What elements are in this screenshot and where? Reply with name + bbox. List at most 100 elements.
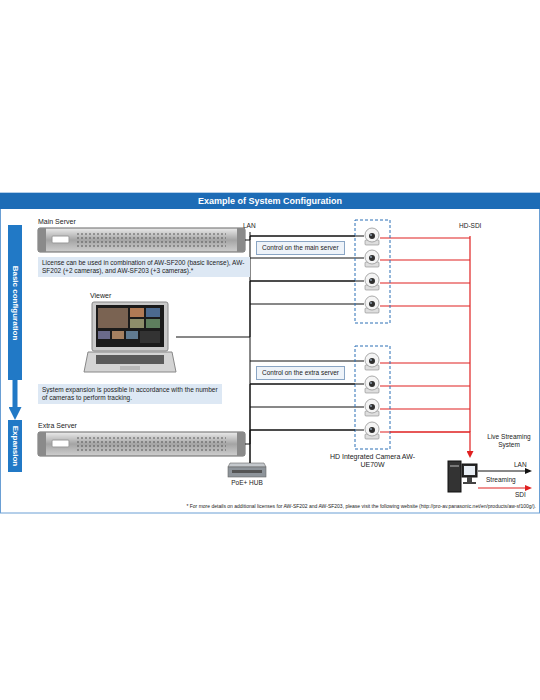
output-arrows [478,468,532,491]
box-text: License can be used in combination of AW… [42,259,246,275]
node-heading: Extra Server [38,422,77,430]
drawing-part [96,355,164,364]
drawing-part [380,237,470,238]
title-bar [0,193,540,209]
drawing-part [96,305,164,347]
drawing-part [92,302,168,351]
control-box: Control on the extra server [256,366,345,380]
drawing-part [380,362,470,363]
drawing-part [463,482,476,484]
diagram-title: Example of System Configuration [0,193,540,209]
drawing-part [380,305,470,306]
drawing-part [380,259,470,260]
drawing-part [462,464,477,477]
drawing-part [450,465,459,467]
viewer-box: Viewer [84,302,176,372]
camera-icons [365,228,379,439]
cable-connector [176,281,355,337]
streaming-system-box: Live Streaming System [445,458,478,494]
section-band: Basic configuration [8,225,22,380]
signal-label: Streaming [486,476,516,484]
drawing-part [464,466,475,475]
drawing-part [84,352,176,372]
cable-connector [245,236,355,240]
poe-hub [228,463,266,477]
drawing-part [38,228,245,252]
box-text: System expansion is possible in accordan… [42,386,218,402]
drawing-part [237,228,245,252]
node-heading: Viewer [90,292,111,300]
drawing-part [525,485,532,491]
band-label: Basic configuration [10,265,20,340]
box-text: Control on the main server [262,244,339,252]
cable-connector [390,432,470,451]
drawing-part [76,435,226,453]
camera-icon [365,296,379,313]
rack-server [38,432,245,456]
drawing-part [130,308,144,317]
signal-label: SDI [515,491,526,499]
drawing-part [525,468,532,474]
drawing-part [380,408,470,409]
camera-icon [365,376,379,393]
drawing-part [146,308,160,317]
signal-label: LAN [243,222,256,230]
drawing-part [76,231,226,249]
drawing-part [250,361,364,362]
drawing-part [98,331,110,339]
drawing-part [120,366,140,370]
drawing-part [228,467,266,477]
camera-icon [365,273,379,290]
drawing-part [52,440,69,447]
drawing-part [478,471,526,472]
drawing-part [232,470,262,473]
streaming-computer [448,461,477,492]
cable-connector [245,384,355,444]
signal-label: HD-SDI [459,222,481,230]
lan-wiring [250,232,364,463]
node-heading: Live Streaming System [482,433,536,449]
server-box: Main Server [38,228,245,252]
drawing-part [250,304,364,305]
drawing-part [237,432,245,456]
drawing-part [380,282,470,283]
drawing-part [448,461,461,492]
drawing-part [467,477,472,482]
drawing-part [130,319,144,328]
drawing-part [38,432,245,456]
footnote: * For more details on additional license… [60,503,536,509]
drawing-part [478,487,526,488]
drawing-part [38,228,46,252]
band-label: Expansion [10,426,20,466]
panel-frame [1,193,540,513]
expansion-arrow [13,380,18,407]
drawing-part [38,432,46,456]
hub-box: PoE+ HUB [228,463,266,477]
drawing-part [469,236,470,432]
camera-icon [365,399,379,416]
drawing-part [112,331,124,339]
box-text: Control on the extra server [262,369,339,377]
node-heading: HD Integrated Camera AW-UE70W [328,453,418,470]
camera-icon [365,353,379,370]
section-band: Expansion [8,420,22,472]
camera-icon [365,250,379,267]
camera-icon [365,422,379,439]
node-heading: Main Server [38,218,76,226]
camera-group: HD Integrated Camera AW-UE70W [355,220,390,449]
rack-server [38,228,245,252]
drawing-part [380,385,470,386]
server-box: Extra Server [38,432,245,456]
node-heading: PoE+ HUB [231,479,263,487]
laptop-viewer [84,302,176,372]
camera-icon [365,228,379,245]
drawing-part [146,319,160,328]
drawing-part [250,407,364,408]
drawing-part [52,236,69,243]
drawing-part [98,308,128,328]
drawing-part [140,331,160,343]
drawing-part [250,258,364,259]
note-box: System expansion is possible in accordan… [38,384,222,404]
